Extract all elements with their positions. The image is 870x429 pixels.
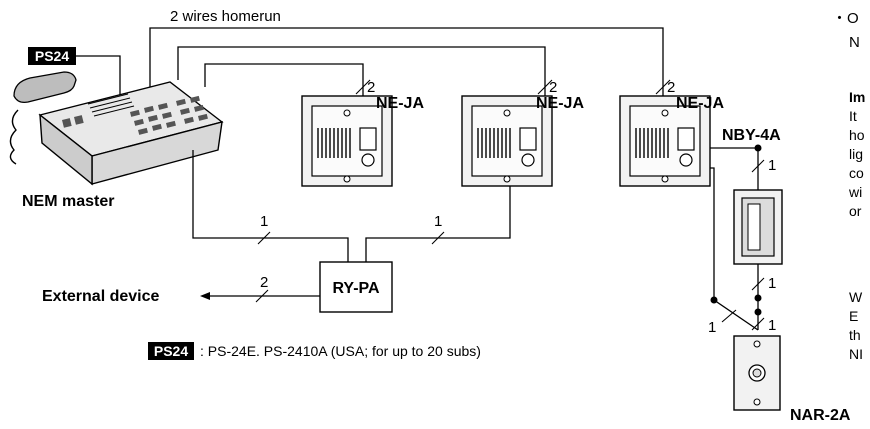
- wire-count-1: 2: [367, 79, 375, 96]
- station2-label: NE-JA: [536, 95, 584, 112]
- wire-ps24: [76, 55, 121, 103]
- side-p1-line6: or: [849, 203, 862, 219]
- wire-count-2: 2: [549, 79, 557, 96]
- wire-count-station2-relay: 1: [434, 213, 442, 230]
- station3-grille: [635, 128, 669, 158]
- ry-pa-relay: RY-PA: [319, 261, 393, 313]
- side-p2-line3: th: [849, 327, 861, 343]
- side-bullet-line: ・O: [832, 10, 859, 27]
- tick-nejahr-3: [655, 79, 671, 95]
- side-p1-line4: co: [849, 165, 864, 181]
- tick-master-relay: [257, 231, 271, 245]
- station3-nameplate: [677, 127, 695, 151]
- wire-count-nar-right: 1: [768, 317, 776, 334]
- wire-count-external: 2: [260, 274, 268, 291]
- station2-grille: [477, 128, 511, 158]
- wire-count-nar-left: 1: [708, 319, 716, 336]
- wire-station3-nar: [710, 167, 759, 331]
- side-line2: N: [849, 34, 860, 51]
- ne-ja-station-3: NE-JA: [619, 95, 724, 187]
- side-text: ・O N Im It ho lig co wi or W E th NI: [832, 10, 865, 362]
- station1-label: NE-JA: [376, 95, 424, 112]
- nar-button-inner: [752, 368, 762, 378]
- side-p1-line2: ho: [849, 127, 865, 143]
- relay-box: [319, 261, 393, 313]
- station1-nameplate: [359, 127, 377, 151]
- homerun-label: 2 wires homerun: [170, 8, 281, 25]
- handset-cord: [9, 109, 19, 165]
- station2-screw-top: [503, 109, 511, 117]
- relay-label: RY-PA: [332, 280, 380, 297]
- nar-label: NAR-2A: [790, 407, 851, 424]
- wire-count-master-relay: 1: [260, 213, 268, 230]
- junction-nar-top: [754, 308, 762, 316]
- homerun-wires: 2 wires homerun 2 2 2: [149, 8, 675, 104]
- wire-count-nby-bottom: 1: [768, 275, 776, 292]
- relay-wiring: 1 1: [192, 150, 511, 262]
- station1-call-button: [361, 153, 375, 167]
- note-tag-box: [148, 342, 194, 360]
- nby-nar-wiring: NBY-4A 1 1 1 1 NAR-2A: [708, 127, 851, 424]
- side-p2-line2: E: [849, 308, 858, 324]
- tick-nar-left: [721, 309, 737, 323]
- tick-station2-relay: [431, 231, 445, 245]
- nar-screw-bottom: [753, 398, 761, 406]
- ps24-power-supply: PS24: [28, 47, 121, 103]
- side-p1-line1: It: [849, 108, 857, 124]
- external-device-link: 2 External device: [42, 274, 320, 305]
- station2-call-button: [521, 153, 535, 167]
- ps24-tag-label: PS24: [35, 48, 69, 64]
- side-heading: Im: [849, 89, 865, 105]
- wire-master-relay: [192, 150, 349, 262]
- wire-count-nby-top: 1: [768, 157, 776, 174]
- tick-nejahr-1: [355, 79, 371, 95]
- tick-nby-bottom: [751, 277, 765, 291]
- station2-nameplate: [519, 127, 537, 151]
- station1-grille: [317, 128, 351, 158]
- master-label: NEM master: [22, 193, 114, 210]
- ne-ja-station-1: NE-JA: [301, 95, 424, 187]
- ne-ja-station-2: NE-JA: [461, 95, 584, 187]
- station1-screw-bottom: [343, 175, 351, 183]
- wire-station3-nby: [710, 147, 759, 190]
- nby-label: NBY-4A: [722, 127, 781, 144]
- junction-nar-left: [710, 296, 718, 304]
- station2-screw-bottom: [503, 175, 511, 183]
- external-label: External device: [42, 288, 160, 305]
- master-button-fields: [61, 95, 208, 135]
- station3-screw-bottom: [661, 175, 669, 183]
- junction-nby-top: [754, 144, 762, 152]
- tick-nejahr-2: [537, 79, 553, 95]
- master-speaker-grille: [87, 93, 135, 117]
- handset: [13, 71, 77, 104]
- note-text: : PS-24E. PS-2410A (USA; for up to 20 su…: [200, 343, 481, 359]
- side-p2-line1: W: [849, 289, 863, 305]
- wire-homerun-1: [204, 63, 364, 104]
- nem-master-station: NEM master: [9, 71, 224, 210]
- arrowhead-external: [200, 292, 210, 300]
- side-p1-line3: lig: [849, 146, 863, 162]
- power-supply-note: PS24 : PS-24E. PS-2410A (USA; for up to …: [148, 342, 481, 360]
- note-tag-label: PS24: [154, 343, 188, 359]
- ps24-tag-box: [28, 47, 76, 65]
- station1-screw-top: [343, 109, 351, 117]
- tick-external: [255, 289, 269, 303]
- side-p2-line4: NI: [849, 346, 863, 362]
- tick-nby-top: [751, 159, 765, 173]
- nby-highlight: [747, 203, 761, 251]
- nar-screw-top: [753, 340, 761, 348]
- station3-label: NE-JA: [676, 95, 724, 112]
- master-side-face: [39, 113, 93, 186]
- wire-homerun-3: [149, 27, 664, 104]
- junction-nby-bottom: [754, 294, 762, 302]
- station3-call-button: [679, 153, 693, 167]
- wire-homerun-2: [177, 46, 546, 104]
- station3-screw-top: [661, 109, 669, 117]
- wire-count-3: 2: [667, 79, 675, 96]
- side-p1-line5: wi: [848, 184, 862, 200]
